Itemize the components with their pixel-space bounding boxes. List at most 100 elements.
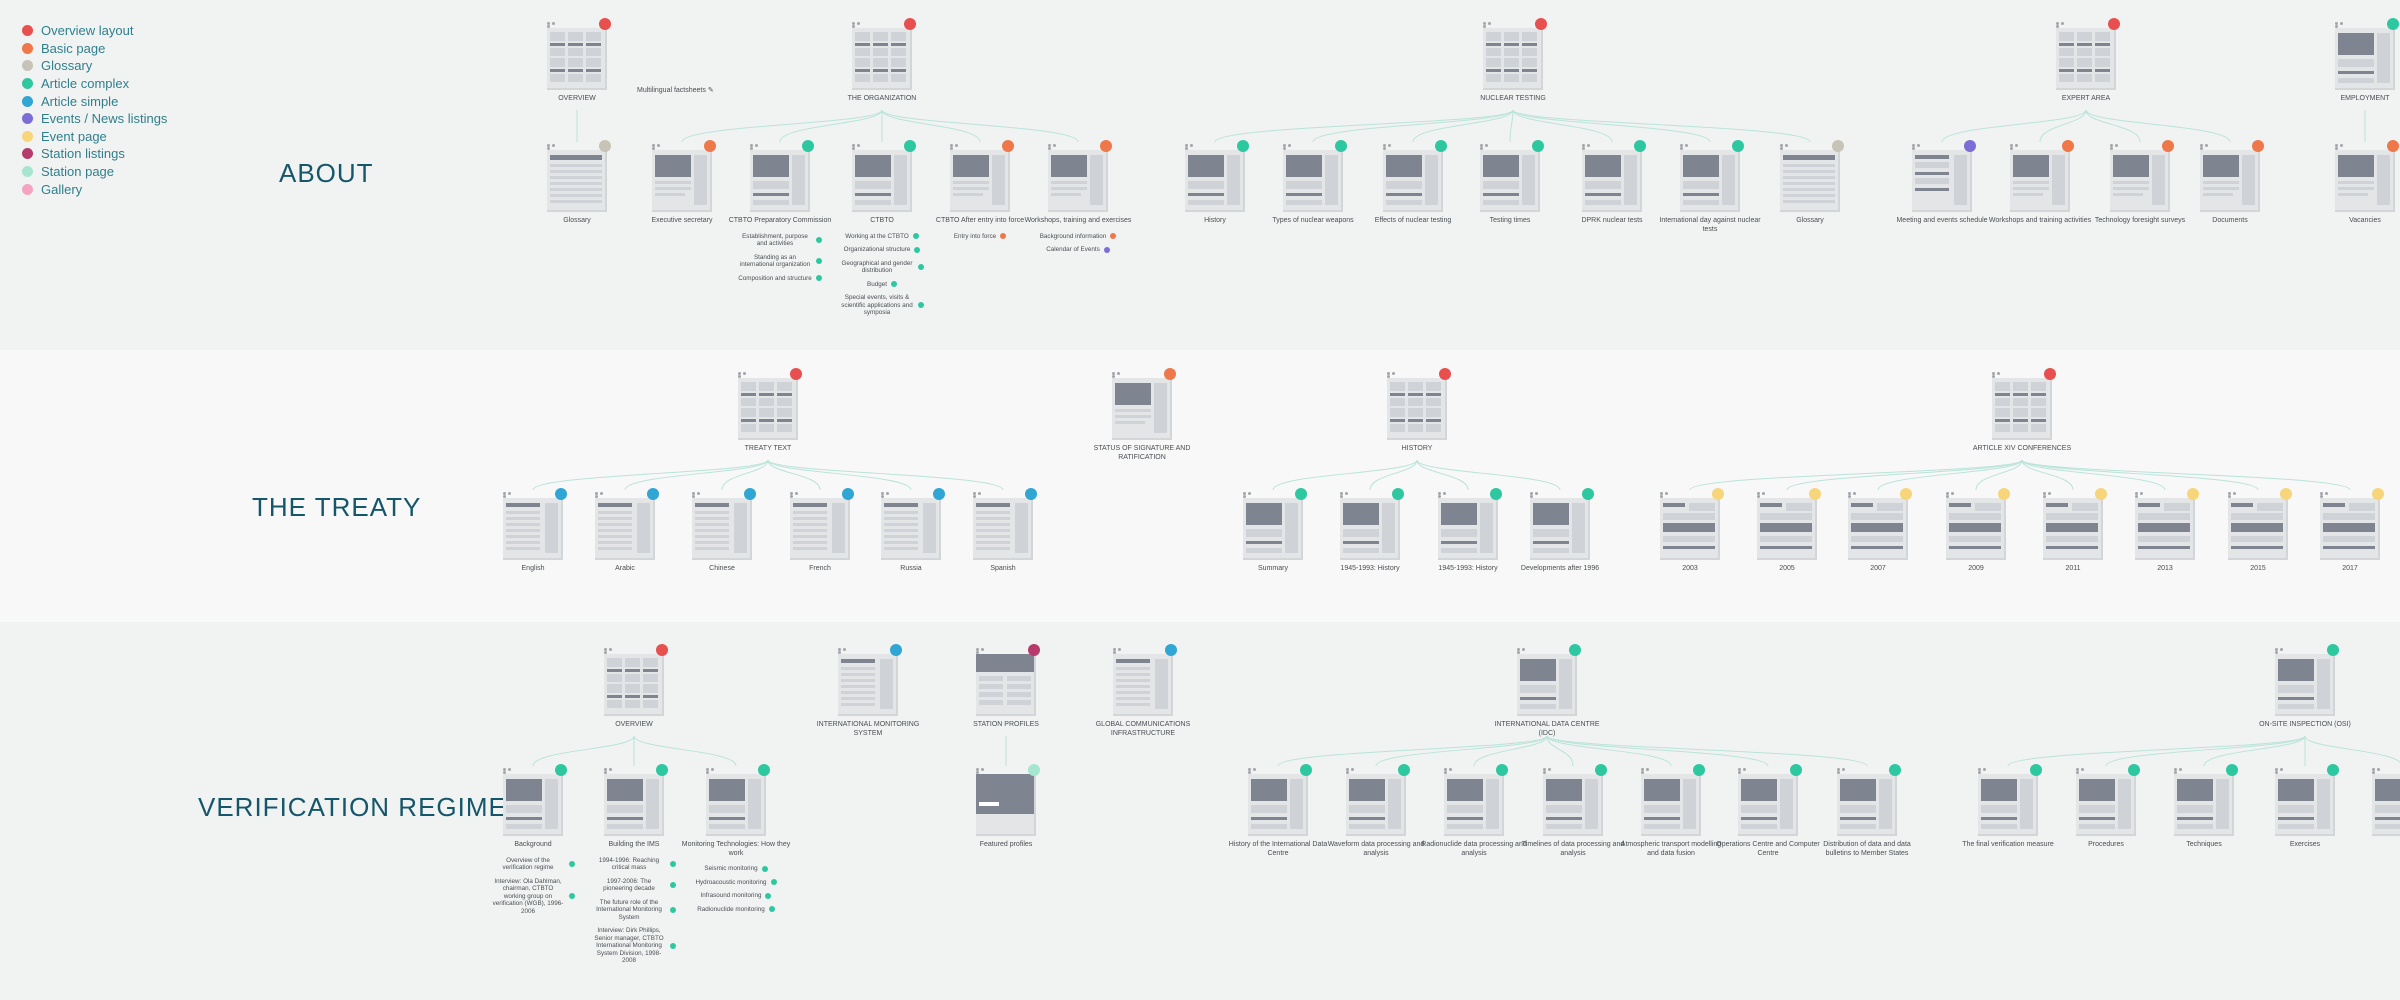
sitemap-node-vr-idc7[interactable]: Distribution of data and data bulletins … bbox=[1807, 764, 1927, 858]
sitemap-node-ab-timeline[interactable]: Testing times bbox=[1450, 140, 1570, 226]
subpage-item[interactable]: 1997-2006: The pioneering decade bbox=[574, 878, 694, 893]
page-thumbnail[interactable] bbox=[1248, 764, 1312, 836]
sitemap-node-vr-idc1[interactable]: History of the International Data Centre bbox=[1218, 764, 1338, 858]
page-thumbnail[interactable] bbox=[2228, 488, 2292, 560]
sitemap-node-tr-2003[interactable]: 2003 bbox=[1630, 488, 1750, 574]
page-thumbnail[interactable] bbox=[595, 488, 659, 560]
subpage-item[interactable]: Special events, visits & scientific appl… bbox=[822, 294, 942, 317]
page-thumbnail[interactable] bbox=[1543, 764, 1607, 836]
page-thumbnail[interactable] bbox=[547, 140, 611, 212]
page-thumbnail[interactable] bbox=[1757, 488, 1821, 560]
page-thumbnail[interactable] bbox=[1680, 140, 1744, 212]
subpage-item[interactable]: The future role of the International Mon… bbox=[574, 899, 694, 922]
page-thumbnail[interactable] bbox=[852, 18, 916, 90]
page-thumbnail[interactable] bbox=[1660, 488, 1724, 560]
page-thumbnail[interactable] bbox=[503, 764, 567, 836]
page-thumbnail[interactable] bbox=[738, 368, 802, 440]
sitemap-node-vr-stations[interactable]: STATION PROFILES bbox=[946, 644, 1066, 730]
subpage-item[interactable]: Standing as an international organizatio… bbox=[720, 254, 840, 269]
page-thumbnail[interactable] bbox=[1283, 140, 1347, 212]
sitemap-node-tr-status[interactable]: STATUS OF SIGNATURE AND RATIFICATION bbox=[1082, 368, 1202, 462]
sitemap-node-vr-idc[interactable]: INTERNATIONAL DATA CENTRE (IDC) bbox=[1487, 644, 1607, 738]
subpage-item[interactable]: Budget bbox=[822, 281, 942, 289]
sitemap-node-tr-en[interactable]: English bbox=[473, 488, 593, 574]
sitemap-node-tr-h1[interactable]: 1945-1993: History bbox=[1310, 488, 1430, 574]
subpage-item[interactable]: Background information bbox=[1018, 233, 1138, 241]
subpage-item[interactable]: Calendar of Events bbox=[1018, 246, 1138, 254]
sitemap-node-tr-zh[interactable]: Chinese bbox=[662, 488, 782, 574]
sitemap-node-ab-dprk[interactable]: DPRK nuclear tests bbox=[1552, 140, 1672, 226]
sitemap-node-ab-employ[interactable]: EMPLOYMENT bbox=[2305, 18, 2400, 104]
sitemap-node-tr-2013[interactable]: 2013 bbox=[2105, 488, 2225, 574]
subpage-item[interactable]: Interview: Dirk Phillips, Senior manager… bbox=[574, 927, 694, 965]
sitemap-node-ab-nt[interactable]: NUCLEAR TESTING bbox=[1453, 18, 1573, 104]
sitemap-node-tr-2015[interactable]: 2015 bbox=[2198, 488, 2318, 574]
page-thumbnail[interactable] bbox=[1185, 140, 1249, 212]
sitemap-node-tr-art14[interactable]: ARTICLE XIV CONFERENCES bbox=[1962, 368, 2082, 454]
sitemap-node-vr-idc2[interactable]: Waveform data processing and analysis bbox=[1316, 764, 1436, 858]
sitemap-node-ab-vac[interactable]: Vacancies bbox=[2305, 140, 2400, 226]
sitemap-node-vr-osi2[interactable]: Procedures bbox=[2046, 764, 2166, 850]
subpage-item[interactable]: Composition and structure bbox=[720, 275, 840, 283]
page-thumbnail[interactable] bbox=[2010, 140, 2074, 212]
page-thumbnail[interactable] bbox=[604, 764, 668, 836]
sitemap-node-tr-h2[interactable]: 1945-1993: History bbox=[1408, 488, 1528, 574]
page-thumbnail[interactable] bbox=[1113, 644, 1177, 716]
sitemap-node-vr-overview[interactable]: OVERVIEW bbox=[574, 644, 694, 730]
page-thumbnail[interactable] bbox=[1112, 368, 1176, 440]
subpage-item[interactable]: Radionuclide monitoring bbox=[676, 906, 796, 914]
page-thumbnail[interactable] bbox=[838, 644, 902, 716]
sitemap-node-ab-wta[interactable]: Workshops and training activities bbox=[1980, 140, 2100, 226]
sitemap-node-vr-gci[interactable]: GLOBAL COMMUNICATIONS INFRASTRUCTURE bbox=[1083, 644, 1203, 738]
page-thumbnail[interactable] bbox=[1438, 488, 1502, 560]
sitemap-node-ab-history[interactable]: History bbox=[1155, 140, 1275, 226]
page-thumbnail[interactable] bbox=[2335, 140, 2399, 212]
subpage-item[interactable]: Establishment, purpose and activities bbox=[720, 233, 840, 248]
subpage-item[interactable]: 1994-1996: Reaching critical mass bbox=[574, 857, 694, 872]
page-thumbnail[interactable] bbox=[2275, 644, 2339, 716]
sitemap-node-tr-sum[interactable]: Summary bbox=[1213, 488, 1333, 574]
page-thumbnail[interactable] bbox=[2372, 768, 2400, 836]
page-thumbnail[interactable] bbox=[2043, 488, 2107, 560]
sitemap-node-ab-exec[interactable]: Executive secretary bbox=[622, 140, 742, 226]
page-thumbnail[interactable] bbox=[547, 18, 611, 90]
sitemap-node-ab-glossary2[interactable]: Glossary bbox=[1750, 140, 1870, 226]
page-thumbnail[interactable] bbox=[950, 140, 1014, 212]
page-thumbnail[interactable] bbox=[1530, 488, 1594, 560]
sitemap-node-vr-osi1[interactable]: The final verification measure bbox=[1948, 764, 2068, 850]
page-thumbnail[interactable] bbox=[790, 488, 854, 560]
sitemap-node-vr-idc6[interactable]: Operations Centre and Computer Centre bbox=[1708, 764, 1828, 858]
sitemap-node-tr-2005[interactable]: 2005 bbox=[1727, 488, 1847, 574]
sitemap-node-tr-history[interactable]: HISTORY bbox=[1357, 368, 1477, 454]
page-thumbnail[interactable] bbox=[604, 644, 668, 716]
page-thumbnail[interactable] bbox=[1992, 368, 2056, 440]
page-thumbnail[interactable] bbox=[2174, 764, 2238, 836]
sitemap-node-ab-org[interactable]: THE ORGANIZATION bbox=[822, 18, 942, 104]
page-thumbnail[interactable] bbox=[973, 488, 1037, 560]
page-thumbnail[interactable] bbox=[1483, 18, 1547, 90]
sitemap-node-ab-glossary[interactable]: Glossary bbox=[517, 140, 637, 226]
page-thumbnail[interactable] bbox=[692, 488, 756, 560]
sitemap-node-ab-intlday[interactable]: International day against nuclear tests bbox=[1650, 140, 1770, 234]
page-thumbnail[interactable] bbox=[1978, 764, 2042, 836]
sitemap-node-vr-osi4[interactable]: Exercises bbox=[2245, 764, 2365, 850]
page-thumbnail[interactable] bbox=[1340, 488, 1404, 560]
subpage-item[interactable]: Organizational structure bbox=[822, 246, 942, 254]
page-thumbnail[interactable] bbox=[852, 140, 916, 212]
page-thumbnail[interactable] bbox=[1243, 488, 1307, 560]
sitemap-node-ab-effects[interactable]: Effects of nuclear testing bbox=[1353, 140, 1473, 226]
page-thumbnail[interactable] bbox=[2135, 488, 2199, 560]
page-thumbnail[interactable] bbox=[2200, 140, 2264, 212]
page-thumbnail[interactable] bbox=[976, 764, 1040, 836]
sitemap-node-tr-fr[interactable]: French bbox=[760, 488, 880, 574]
page-thumbnail[interactable] bbox=[652, 140, 716, 212]
subpage-item[interactable]: Hydroacoustic monitoring bbox=[676, 879, 796, 887]
page-thumbnail[interactable] bbox=[976, 644, 1040, 716]
page-thumbnail[interactable] bbox=[1480, 140, 1544, 212]
